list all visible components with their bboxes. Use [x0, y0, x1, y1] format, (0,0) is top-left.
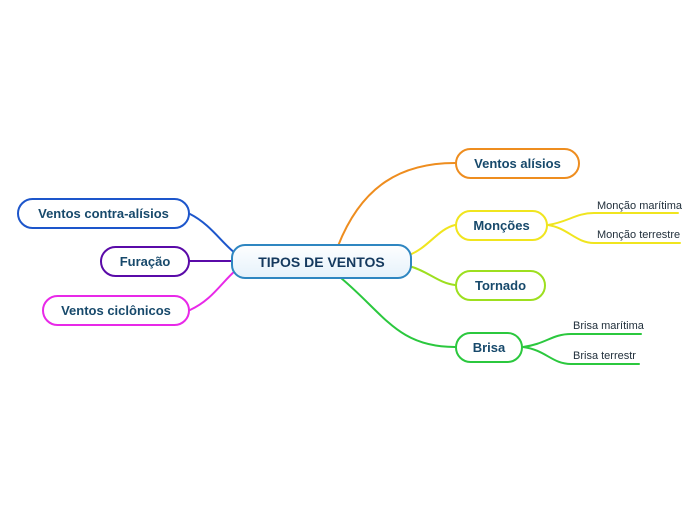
connector-moncao-maritima: [547, 212, 679, 226]
node-root-label: TIPOS DE VENTOS: [258, 253, 385, 270]
connector-brisa-maritima: [522, 333, 642, 348]
subnode-moncao-maritima-label: Monção marítima: [597, 200, 682, 212]
node-moncoes-label: Monções: [473, 218, 530, 233]
node-furacao-label: Furação: [119, 254, 171, 269]
node-ventos-ciclonicos[interactable]: Ventos ciclônicos: [42, 295, 190, 326]
connector-moncao-terrestre: [547, 224, 681, 244]
subnode-brisa-terrestre-label: Brisa terrestr: [573, 350, 636, 362]
node-ventos-alisios[interactable]: Ventos alísios: [455, 148, 580, 179]
node-tornado-label: Tornado: [474, 278, 527, 293]
connector-tornado: [408, 265, 456, 286]
subnode-moncao-terrestre-label: Monção terrestre: [597, 229, 681, 241]
connector-moncoes: [408, 224, 456, 256]
node-root[interactable]: TIPOS DE VENTOS: [231, 244, 412, 279]
node-ventos-alisios-label: Ventos alísios: [474, 156, 561, 171]
connector-ventos-ciclonicos: [189, 269, 237, 311]
connector-brisa-terrestre: [522, 346, 640, 365]
node-ventos-contra-alisios-label: Ventos contra-alísios: [38, 206, 169, 221]
subnode-brisa-terrestre[interactable]: Brisa terrestr: [573, 350, 636, 362]
node-tornado[interactable]: Tornado: [455, 270, 546, 301]
node-ventos-contra-alisios[interactable]: Ventos contra-alísios: [17, 198, 190, 229]
node-moncoes[interactable]: Monções: [455, 210, 548, 241]
node-brisa[interactable]: Brisa: [455, 332, 523, 363]
node-furacao[interactable]: Furação: [100, 246, 190, 277]
subnode-brisa-maritima[interactable]: Brisa marítima: [573, 320, 644, 332]
connector-brisa: [340, 277, 456, 348]
node-ventos-ciclonicos-label: Ventos ciclônicos: [61, 303, 171, 318]
subnode-brisa-maritima-label: Brisa marítima: [573, 320, 644, 332]
subnode-moncao-terrestre[interactable]: Monção terrestre: [597, 229, 680, 241]
connector-ventos-contra-alisios: [189, 213, 236, 254]
node-brisa-label: Brisa: [472, 340, 506, 355]
subnode-moncao-maritima[interactable]: Monção marítima: [597, 200, 682, 212]
connector-ventos-alisios: [337, 162, 456, 247]
